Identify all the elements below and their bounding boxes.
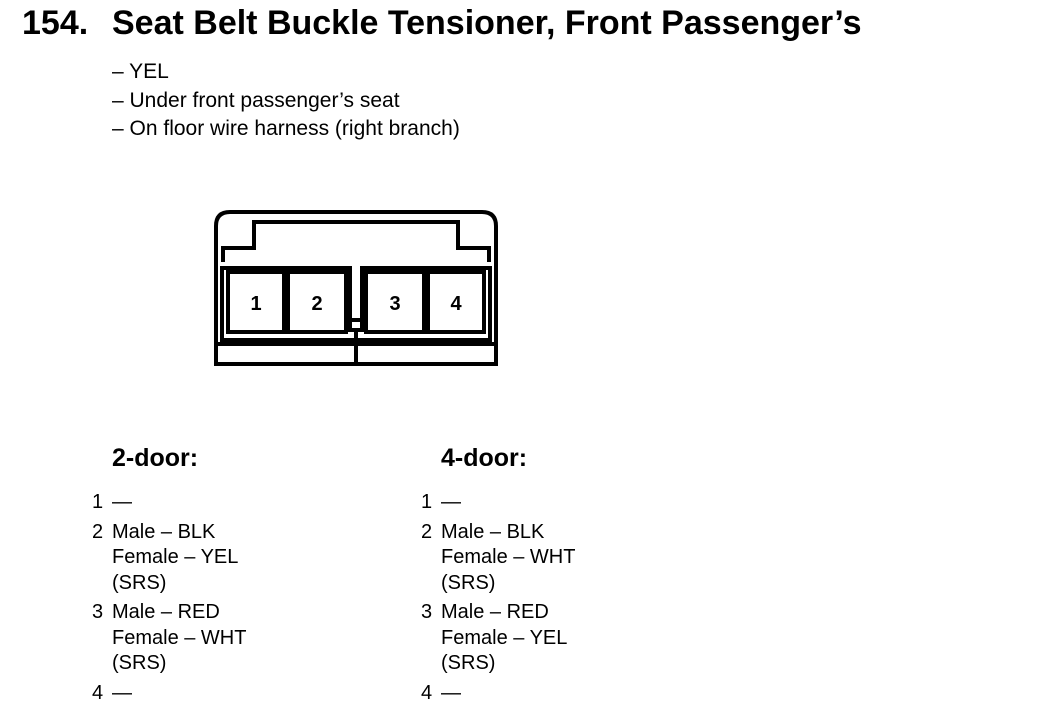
pin-number: 3 (421, 601, 433, 623)
pin-wire: (SRS) (112, 652, 167, 674)
description-line: – Under front passenger’s seat (112, 88, 400, 112)
pin-wire: Male – RED (112, 601, 220, 623)
connector-diagram: 1 2 3 4 (214, 210, 498, 366)
pin-wire: (SRS) (441, 652, 496, 674)
pin-entry: 4 — (421, 681, 721, 707)
connector-lock-tab (221, 220, 491, 262)
pinout-2-door: 2-door: 1 — 2 Male – BLK Female – YEL (S… (92, 444, 392, 710)
pin-number: 1 (421, 491, 433, 513)
pin-entry: 4 — (92, 681, 392, 707)
pin-wire: — (112, 681, 132, 704)
pin-wire: — (441, 491, 461, 513)
pin-number: 3 (92, 601, 104, 623)
pin-wire: — (441, 681, 461, 704)
column-heading: 4-door: (441, 444, 528, 472)
description-line: – On floor wire harness (right branch) (112, 117, 460, 140)
pin-entry: 1 — (92, 490, 392, 516)
description-line: – YEL (112, 60, 169, 83)
component-number: 154. (22, 4, 89, 42)
connector-center-bracket (220, 266, 492, 342)
pin-wire: (SRS) (112, 571, 167, 594)
pin-number: 1 (92, 491, 104, 513)
pin-label: 4 (450, 293, 462, 315)
pin-entry: 3 Male – RED Female – WHT (SRS) (92, 600, 392, 677)
pin-wire: Female – YEL (441, 626, 568, 649)
pin-number: 4 (92, 681, 104, 704)
pin-label: 1 (250, 293, 261, 315)
pin-number: 4 (421, 681, 433, 704)
pin-wire: Female – YEL (112, 546, 239, 568)
pin-wire: Male – RED (441, 601, 549, 623)
pin-entry: 2 Male – BLK Female – YEL (SRS) (92, 520, 392, 597)
component-description: – YEL – Under front passenger’s seat – O… (112, 58, 460, 144)
connector-housing (214, 210, 498, 366)
pin-entry: 3 Male – RED Female – YEL (SRS) (421, 600, 721, 677)
component-name: Seat Belt Buckle Tensioner, Front Passen… (112, 4, 862, 42)
pin-label: 3 (389, 293, 400, 315)
pin-entry: 2 Male – BLK Female – WHT (SRS) (421, 520, 721, 597)
pin-wire: (SRS) (441, 571, 496, 594)
pin-cavity-4 (426, 270, 486, 334)
pin-label: 2 (311, 293, 322, 315)
pinout-4-door: 4-door: 1 — 2 Male – BLK Female – WHT (S… (421, 444, 721, 710)
pin-cavity-1 (226, 270, 286, 334)
pin-wire: Female – WHT (441, 546, 576, 568)
pin-cavity-3 (364, 270, 426, 334)
pin-cavity-2 (286, 270, 348, 334)
pin-wire: Male – BLK (112, 520, 216, 543)
column-heading: 2-door: (112, 444, 199, 472)
pin-entry: 1 — (421, 490, 721, 516)
center-key (348, 318, 364, 332)
pin-wire: Female – WHT (112, 626, 247, 649)
pin-number: 2 (421, 520, 433, 543)
pin-wire: Male – BLK (441, 520, 545, 543)
pin-number: 2 (92, 520, 104, 543)
pin-wire: — (112, 491, 132, 513)
page-title: 154. Seat Belt Buckle Tensioner, Front Pa… (22, 4, 862, 43)
